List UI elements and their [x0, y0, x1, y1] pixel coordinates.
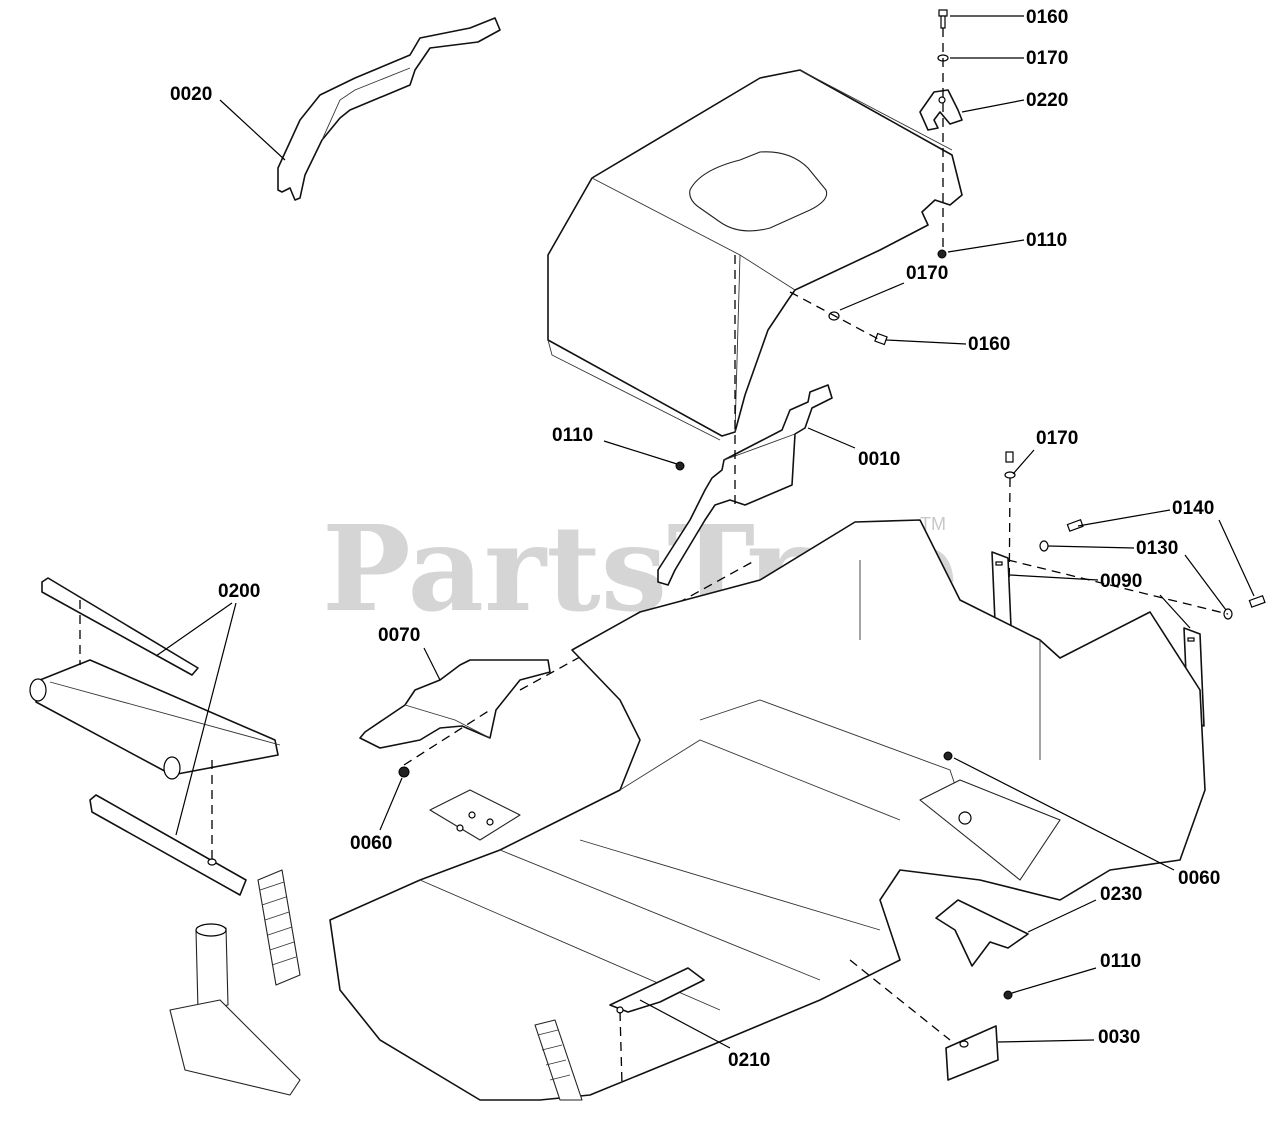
nut-0110-top[interactable] [937, 249, 947, 259]
washer-0130-upper[interactable] [1039, 540, 1049, 552]
callout-0230[interactable]: 0230 [1100, 884, 1142, 905]
part-0070-plate[interactable] [359, 659, 551, 749]
part-0200-rail-lower[interactable] [89, 794, 247, 896]
part-0210-bracket[interactable] [609, 967, 705, 1014]
callout-0210[interactable]: 0210 [728, 1050, 770, 1071]
callout-0110-bottom[interactable]: 0110 [1100, 951, 1141, 972]
callout-0160-top[interactable]: 0160 [1026, 7, 1068, 28]
part-0230-plate[interactable] [935, 899, 1029, 967]
assembly-line-cover-bolt [789, 291, 881, 341]
callout-0170-right[interactable]: 0170 [1036, 428, 1078, 449]
part-top-cover-panel [547, 69, 963, 441]
nut-0110-mid[interactable] [675, 461, 685, 471]
callout-0020[interactable]: 0020 [170, 84, 212, 105]
callout-0110-top[interactable]: 0110 [1026, 230, 1067, 251]
callout-0110-mid[interactable]: 0110 [552, 425, 593, 446]
callout-0170-mid[interactable]: 0170 [906, 263, 948, 284]
part-0200-tube-frame [29, 659, 281, 780]
callout-0220[interactable]: 0220 [1026, 90, 1068, 111]
part-0030-plate[interactable] [945, 1025, 999, 1081]
part-0010-bracket[interactable] [657, 384, 833, 586]
nut-0110-bottom[interactable] [1003, 990, 1013, 1000]
callout-0090[interactable]: 0090 [1100, 571, 1142, 592]
part-0020-shield[interactable] [277, 17, 501, 201]
assembly-line-0070 [403, 709, 491, 766]
callout-0060-left[interactable]: 0060 [350, 833, 392, 854]
trademark-mark: TM [920, 514, 946, 534]
bolt-0140-lower[interactable] [1248, 595, 1266, 608]
callout-0060-right[interactable]: 0060 [1178, 868, 1220, 889]
callout-0160-mid[interactable]: 0160 [968, 334, 1010, 355]
caster-tube [195, 923, 229, 1011]
chassis-frame [329, 519, 1206, 1101]
bolt-0140-upper[interactable] [1066, 519, 1084, 532]
callout-0140[interactable]: 0140 [1172, 498, 1214, 519]
bolt-0160-mid[interactable] [874, 332, 888, 346]
shock-absorber-left [257, 869, 301, 986]
leader-lines [155, 15, 1255, 1049]
nut-0060-left[interactable] [398, 766, 410, 778]
part-0200-rail-upper[interactable] [41, 577, 199, 676]
callout-0030[interactable]: 0030 [1098, 1027, 1140, 1048]
callout-0010[interactable]: 0010 [858, 449, 900, 470]
callout-0070[interactable]: 0070 [378, 625, 420, 646]
front-bracket-left [169, 999, 301, 1096]
shock-absorber-right [534, 1019, 583, 1101]
bolt-0160-top[interactable] [938, 9, 948, 29]
callout-0200[interactable]: 0200 [218, 581, 260, 602]
callout-0130[interactable]: 0130 [1136, 538, 1178, 559]
assembly-line-0090 [1007, 559, 1229, 615]
assembly-line-0030 [849, 959, 951, 1041]
callout-0170-top[interactable]: 0170 [1026, 48, 1068, 69]
part-0220-bracket[interactable] [919, 89, 963, 131]
assembly-line-0210 [619, 1011, 623, 1086]
nut-0060-right[interactable] [943, 751, 953, 761]
